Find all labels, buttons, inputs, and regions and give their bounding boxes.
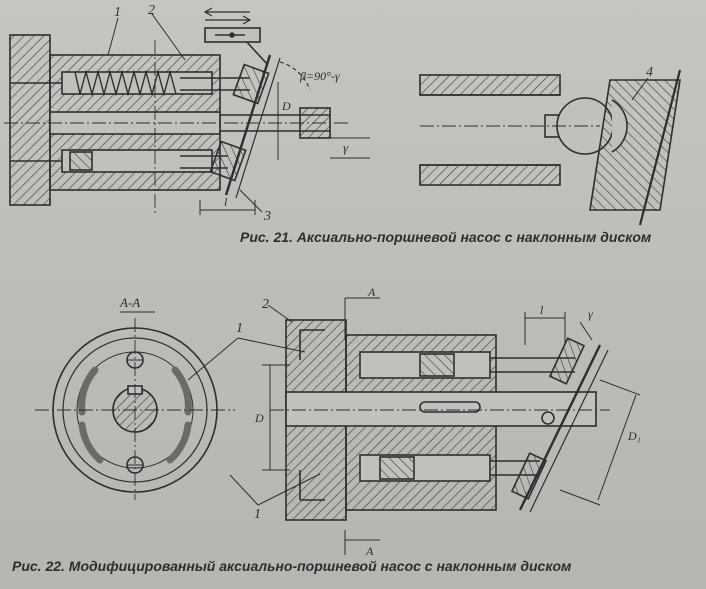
fig22-l-label: l (540, 303, 544, 317)
fig22-a-bottom-label: А (365, 544, 374, 558)
fig22-d-label: D (254, 411, 264, 425)
fig21-pump-section (4, 7, 370, 215)
fig21-d-label: D (281, 99, 291, 113)
fig22-pump-section (229, 297, 641, 555)
fig21-labels: 1 2 3 β=90°-γ γ D l (114, 3, 349, 224)
fig21-l-label: l (224, 195, 228, 209)
figure-21-caption: Рис. 21. Аксиально-поршневой насос с нак… (240, 229, 652, 245)
fig22-label-1a: 1 (236, 321, 243, 336)
fig22-section-label: А-А (119, 295, 140, 310)
fig22-section-view (35, 311, 239, 500)
fig21-ball-joint-detail (419, 69, 682, 226)
fig22-labels: А А 1 1 2 D D₁ l γ (236, 285, 641, 558)
fig22-d1-label: D₁ (627, 429, 641, 443)
fig22-gamma-label: γ (588, 307, 593, 321)
figure-22-caption: Рис. 22. Модифицированный аксиально-порш… (12, 558, 572, 574)
fig22-a-top-label: А (367, 285, 376, 299)
fig21-label-3: 3 (263, 209, 271, 224)
fig21-label-2: 2 (148, 3, 155, 18)
fig21-gamma-label: γ (343, 140, 349, 155)
fig22-label-2: 2 (262, 297, 269, 312)
fig21-label-4: 4 (646, 65, 653, 80)
fig22-label-1b: 1 (254, 507, 261, 522)
fig21-label-1: 1 (114, 5, 121, 20)
fig21-spring (74, 69, 177, 97)
fig21-angle-label: β=90°-γ (299, 69, 340, 83)
